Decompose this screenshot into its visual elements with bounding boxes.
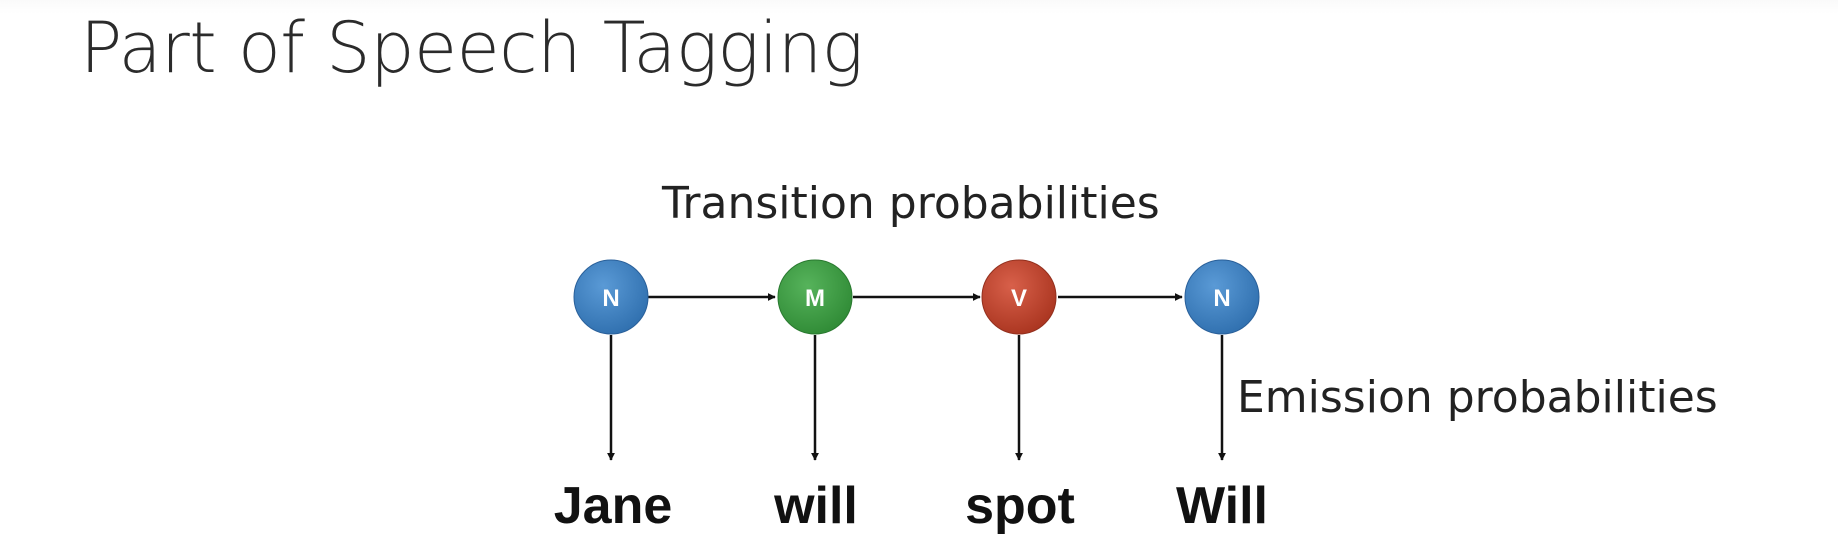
word-will-lower: will [773, 477, 858, 535]
word-jane: Jane [554, 477, 673, 535]
node-tag: M [805, 285, 825, 312]
word-spot: spot [965, 477, 1075, 535]
node-tag: N [1213, 285, 1230, 312]
transition-probabilities-label: Transition probabilities [661, 178, 1160, 229]
emission-probabilities-label: Emission probabilities [1237, 372, 1718, 423]
node-tag: V [1011, 285, 1027, 312]
tag-node-modal: M [777, 259, 853, 335]
tag-node-noun-1: N [573, 259, 649, 335]
word-will-capital: Will [1176, 477, 1268, 535]
node-circle [1184, 259, 1260, 335]
node-circle [981, 259, 1057, 335]
slide-title: Part of Speech Tagging [80, 7, 864, 89]
tag-node-verb: V [981, 259, 1057, 335]
node-tag: N [602, 285, 619, 312]
node-circle [573, 259, 649, 335]
tag-node-noun-2: N [1184, 259, 1260, 335]
node-circle [777, 259, 853, 335]
